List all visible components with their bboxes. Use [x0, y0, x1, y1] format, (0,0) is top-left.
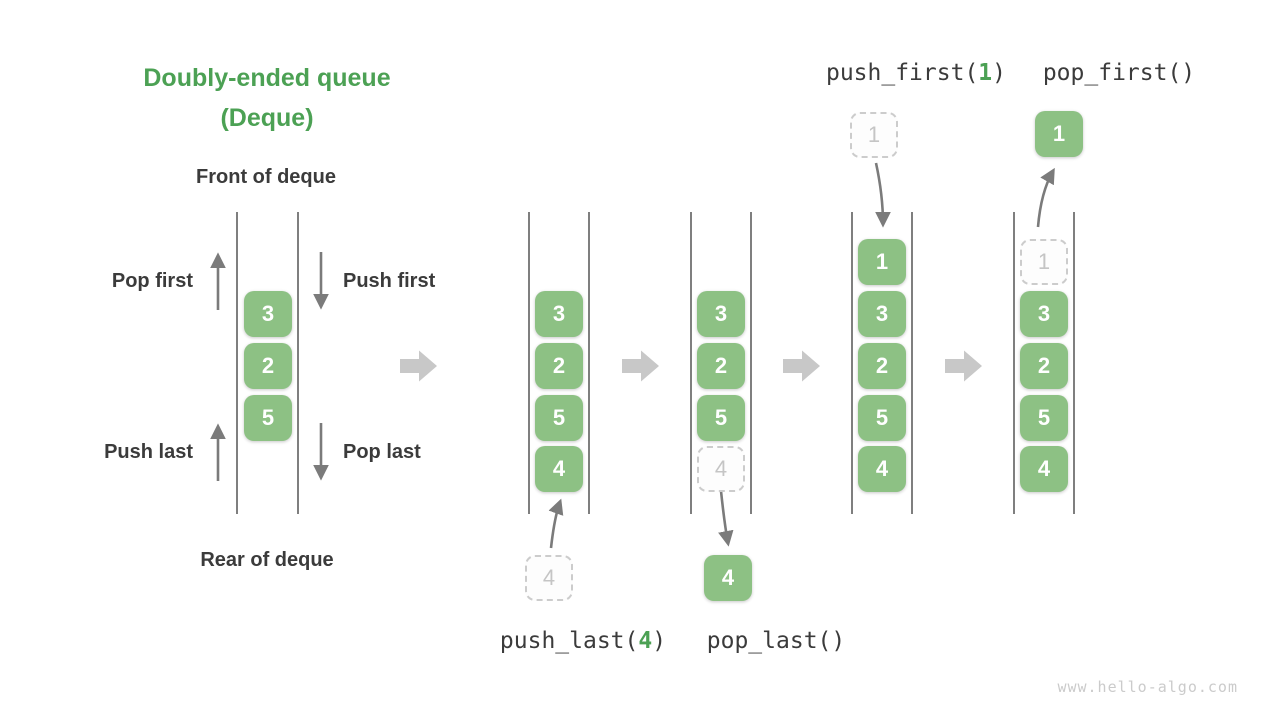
queue1-left-wall	[236, 212, 238, 514]
pop-last-label: Pop last	[343, 441, 421, 463]
deque-cell: 4	[535, 446, 583, 492]
deque-cell: 3	[244, 291, 292, 337]
step-arrow-icon-3	[783, 350, 820, 382]
queue2-right-wall	[588, 212, 590, 514]
op-label-push-last: push_last(4)	[500, 628, 666, 654]
pop-first-remove-arrow-icon	[1036, 167, 1055, 228]
deque-cell: 4	[1020, 446, 1068, 492]
deque-cell: 1	[858, 239, 906, 285]
deque-cell: 5	[1020, 395, 1068, 441]
queue5-left-wall	[1013, 212, 1015, 514]
diagram-title: Doubly-ended queue (Deque)	[143, 58, 390, 138]
deque-cell: 2	[1020, 343, 1068, 389]
deque-cell: 5	[858, 395, 906, 441]
deque-cell: 2	[535, 343, 583, 389]
queue4-left-wall	[851, 212, 853, 514]
diagram-title-line1: Doubly-ended queue	[143, 64, 391, 92]
op-push-last-prefix: push_last(	[499, 628, 639, 654]
op-push-last-suffix: )	[652, 628, 667, 654]
deque-cell: 2	[697, 343, 745, 389]
deque-cell: 5	[535, 395, 583, 441]
watermark: www.hello-algo.com	[1057, 678, 1238, 696]
diagram-title-line2: (Deque)	[220, 104, 314, 132]
queue2-left-wall	[528, 212, 530, 514]
deque-cell: 3	[535, 291, 583, 337]
staged-item-push-last: 4	[525, 555, 573, 601]
deque-cell-ghost: 4	[697, 446, 745, 492]
deque-cell: 2	[858, 343, 906, 389]
deque-cell: 2	[244, 343, 292, 389]
deque-cell: 5	[697, 395, 745, 441]
op-push-last-arg: 4	[638, 628, 653, 654]
queue5-right-wall	[1073, 212, 1075, 514]
op-label-pop-first: pop_first()	[1042, 60, 1196, 86]
queue1-right-wall	[297, 212, 299, 514]
rear-of-deque-label: Rear of deque	[200, 549, 334, 571]
pop-last-remove-arrow-icon	[718, 490, 734, 547]
push-first-label: Push first	[343, 270, 436, 292]
op-push-first-arg: 1	[978, 60, 993, 86]
deque-cell-ghost: 1	[1020, 239, 1068, 285]
staged-item-push-first: 1	[850, 112, 898, 158]
op-push-first-prefix: push_first(	[825, 60, 979, 86]
op-label-pop-last: pop_last()	[706, 628, 846, 654]
deque-cell: 3	[1020, 291, 1068, 337]
staged-item-pop-first: 1	[1035, 111, 1083, 157]
op-label-push-first: push_first(1)	[826, 60, 1006, 86]
step-arrow-icon-2	[622, 350, 659, 382]
queue3-left-wall	[690, 212, 692, 514]
deque-cell: 4	[858, 446, 906, 492]
push-last-label: Push last	[104, 441, 193, 463]
deque-cell: 3	[697, 291, 745, 337]
push-last-insert-arrow-icon	[548, 498, 564, 549]
deque-cell: 3	[858, 291, 906, 337]
push-first-insert-arrow-icon	[874, 162, 891, 228]
queue3-right-wall	[750, 212, 752, 514]
pop-first-label: Pop first	[111, 270, 193, 292]
front-of-deque-label: Front of deque	[196, 166, 336, 188]
op-push-first-suffix: )	[992, 60, 1007, 86]
step-arrow-icon-4	[945, 350, 982, 382]
deque-cell: 5	[244, 395, 292, 441]
queue4-right-wall	[911, 212, 913, 514]
staged-item-pop-last: 4	[704, 555, 752, 601]
step-arrow-icon-1	[400, 350, 437, 382]
